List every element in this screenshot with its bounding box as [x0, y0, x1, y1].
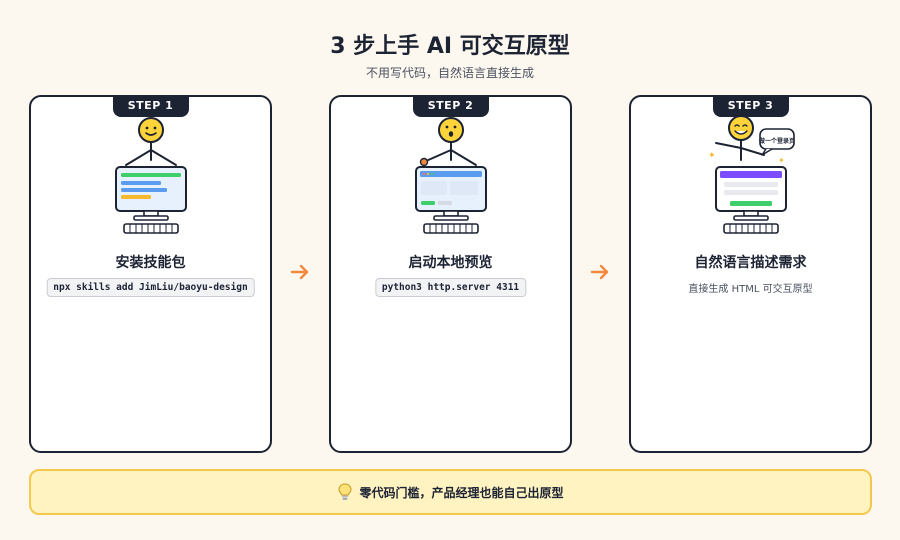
stick-figure-happy-illustration-3: ✦ ✦ 做一个登录页: [708, 115, 795, 234]
step-code-1[interactable]: npx skills add JimLiu/baoyu-design: [46, 278, 255, 297]
step-title-1: 安装技能包: [115, 255, 186, 271]
tip-banner: 零代码门槛，产品经理也能自己出原型: [29, 469, 872, 515]
step-card-1: STEP 1: [29, 95, 272, 453]
lightbulb-icon: [338, 483, 352, 500]
stick-figure-computer-illustration-1: [114, 117, 187, 234]
page-subtitle: 不用写代码，自然语言直接生成: [365, 66, 534, 80]
tip-banner-text: 零代码门槛，产品经理也能自己出原型: [359, 485, 564, 500]
page-title: 3 步上手 AI 可交互原型: [330, 34, 570, 59]
arrow-right-icon: [290, 264, 309, 280]
step-tab-3: STEP 3: [712, 95, 789, 117]
stick-figure-surprised-illustration-2: [414, 117, 487, 234]
step-title-2: 启动本地预览: [408, 255, 493, 271]
step-tab-1: STEP 1: [112, 95, 189, 117]
arrow-right-icon: [590, 264, 609, 280]
svg-text:✦: ✦: [708, 151, 716, 161]
step-code-2[interactable]: python3 http.server 4311: [374, 278, 527, 297]
svg-text:✦: ✦: [778, 156, 785, 165]
step-card-2: STEP 2: [329, 95, 572, 453]
step-desc-3: 直接生成 HTML 可交互原型: [688, 284, 813, 295]
step-tab-2: STEP 2: [412, 95, 489, 117]
step-card-3: STEP 3 ✦ ✦ 做一个登录页: [629, 95, 872, 453]
step-title-3: 自然语言描述需求: [694, 255, 807, 271]
speech-bubble-text: 做一个登录页: [757, 137, 794, 145]
